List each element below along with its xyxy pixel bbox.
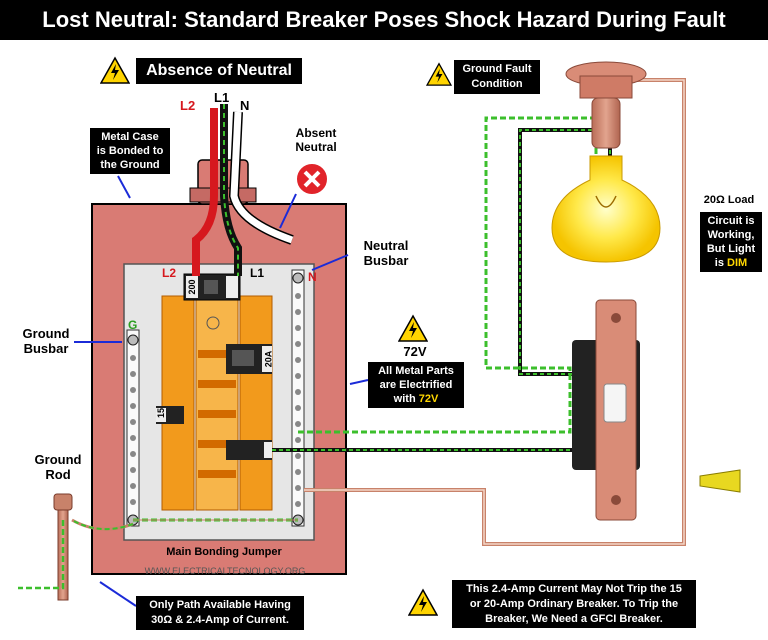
circuit-line3: But Light (706, 243, 756, 255)
wire-nut (699, 469, 741, 493)
metal-case-line1: Metal Case (101, 131, 159, 143)
breaker-15-label: 15 (156, 407, 167, 419)
wire-l1-label: L1 (214, 90, 230, 105)
neutral-busbar (291, 269, 305, 527)
metal-case-line3: the Ground (100, 159, 160, 171)
busbar-g-label: G (128, 318, 138, 332)
metal-parts-line1: All Metal Parts (378, 365, 454, 377)
circuit-dim-highlight: DIM (727, 257, 748, 269)
ground-rod-line1: Ground (34, 452, 82, 467)
absent-neutral-label: Absent Neutral (286, 126, 346, 154)
ground-rod-label: Ground Rod (28, 452, 88, 482)
path-line2: 30Ω & 2.4-Amp of Current. (151, 614, 289, 626)
hot-busbar-right (239, 295, 273, 511)
website-label: WWW.ELECTRICALTECNOLOGY.ORG (144, 566, 306, 576)
warning-icon-ground-fault (426, 62, 452, 86)
panel-l2-label: L2 (162, 266, 177, 280)
circuit-status-label: Circuit is Working, But Light is DIM (700, 212, 762, 272)
main-breaker-rating: 200 (187, 279, 197, 295)
absence-of-neutral-label: Absence of Neutral (136, 58, 302, 84)
ground-rod-line2: Rod (45, 467, 71, 482)
metal-parts-line3: with 72V (368, 392, 464, 406)
neutral-busbar-line2: Busbar (363, 253, 409, 268)
breaker-20a-label: 20A (263, 350, 274, 368)
neutral-busbar-line1: Neutral (363, 238, 409, 253)
trip-line3: Breaker, We Need a GFCI Breaker. (485, 613, 663, 625)
only-path-label: Only Path Available Having 30Ω & 2.4-Amp… (136, 596, 304, 630)
warning-icon-absence (100, 56, 130, 84)
ground-busbar-line2: Busbar (23, 341, 69, 356)
wire-l2-label: L2 (180, 98, 196, 113)
wire-n-label: N (240, 98, 250, 113)
ground-fault-line1: Ground Fault (462, 63, 532, 75)
bonding-jumper-label: Main Bonding Jumper (166, 546, 282, 558)
metal-case-line2: is Bonded to (96, 145, 164, 157)
wire-l2 (192, 108, 218, 276)
metal-case-label: Metal Case is Bonded to the Ground (90, 128, 170, 174)
neutral-busbar-label: Neutral Busbar (352, 238, 420, 268)
metal-parts-label: All Metal Parts are Electrified with 72V (368, 362, 464, 408)
circuit-line2: Working, (707, 229, 755, 241)
panel-l1-label: L1 (250, 266, 265, 280)
ground-busbar-label: Ground Busbar (14, 326, 78, 356)
circuit-line4: is DIM (700, 256, 762, 270)
faulted-breaker (226, 440, 272, 460)
ground-fault-label: Ground Fault Condition (454, 60, 540, 94)
page-title: Lost Neutral: Standard Breaker Poses Sho… (0, 0, 768, 40)
metal-parts-line2: are Electrified (379, 379, 453, 391)
trip-line2: or 20-Amp Ordinary Breaker. To Trip the (469, 598, 679, 610)
light-bulb (551, 155, 661, 263)
switch-toggle (603, 383, 627, 423)
circuit-line1: Circuit is (707, 215, 755, 227)
metal-parts-line3-pre: with (393, 393, 419, 405)
ground-busbar-screws (130, 355, 136, 505)
hot-busbar-left (161, 295, 195, 511)
path-line1: Only Path Available Having (149, 599, 291, 611)
trip-line1: This 2.4-Amp Current May Not Trip the 15 (466, 583, 682, 595)
absent-neutral-line1: Absent (295, 126, 337, 140)
busbar-n-label: N (308, 270, 317, 284)
circuit-line4-pre: is (714, 257, 728, 269)
ground-fault-line2: Condition (471, 78, 523, 90)
warning-icon-trip (408, 588, 438, 616)
voltage-label: 72V (403, 344, 427, 359)
metal-parts-voltage-highlight: 72V (418, 393, 439, 405)
absent-neutral-line2: Neutral (295, 140, 337, 154)
load-label: 20Ω Load (703, 194, 755, 206)
trip-note-label: This 2.4-Amp Current May Not Trip the 15… (452, 580, 696, 628)
wiring-diagram (18, 61, 741, 607)
ground-busbar (126, 329, 140, 527)
warning-icon-voltage (398, 314, 428, 342)
ground-busbar-line1: Ground (22, 326, 70, 341)
